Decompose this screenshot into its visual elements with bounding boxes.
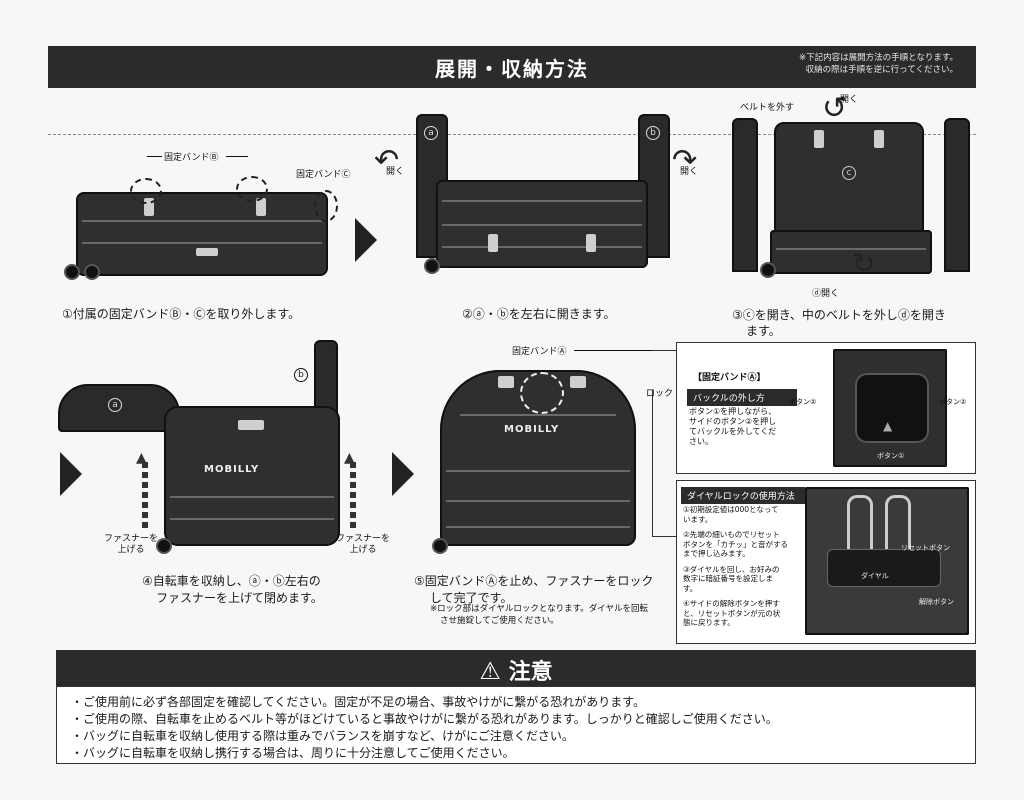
inner-flap-c: c — [774, 122, 924, 232]
caution-line: ・バッグに自転車を収納し使用する際は重みでバランスを崩すなど、けがにご注意くださ… — [71, 729, 574, 743]
suitcase-complete: MOBILLY — [440, 370, 636, 546]
zipper-label-left: ファスナーを 上げる — [104, 534, 159, 555]
step3-caption-2: ます。 — [746, 324, 781, 338]
step3-caption-1: ③ⓒを開き、中のベルトを外しⓓを開き — [732, 308, 946, 322]
buckle-info-box: 【固定バンドⒶ】 バックルの外し方 ボタン①を押しながら、 サイドのボタン②を押… — [676, 342, 976, 474]
curved-arrow-up-icon: ↺ — [822, 91, 848, 126]
label-band-c: 固定バンドⒸ — [296, 170, 351, 180]
step4-caption-1: ④自転車を収納し、ⓐ・ⓑ左右の — [142, 574, 321, 588]
step1-illustration: 固定バンドⒷ 固定バンドⒸ — [62, 150, 350, 290]
label-band-a: 固定バンドⒶ — [512, 347, 567, 357]
label-lock: ロック — [646, 389, 674, 399]
step1-caption: ①付属の固定バンドⒷ・Ⓒを取り外します。 — [62, 307, 301, 321]
suitcase-closed — [76, 192, 328, 276]
page-title: 展開・収納方法 — [435, 57, 589, 81]
next-arrow — [60, 452, 82, 496]
arrow-up-left — [142, 462, 148, 532]
zipper-label-right: ファスナーを 上げる — [336, 534, 391, 555]
flap-a-open — [58, 384, 180, 432]
caution-line: ・バッグに自転車を収納し携行する場合は、周りに十分注意してご使用ください。 — [71, 746, 515, 760]
step5-note-2: させ施錠してご使用ください。 — [440, 616, 559, 626]
step5-illustration: 固定バンドⒶ MOBILLY ロック — [424, 342, 678, 557]
step4-caption-2: ファスナーを上げて閉めます。 — [156, 591, 323, 605]
step2-illustration: ↶ 開く ↷ 開く a b — [372, 110, 712, 290]
curved-arrow-left-icon: ↶ — [374, 143, 400, 178]
fold-line — [48, 134, 976, 135]
next-arrow — [355, 218, 377, 262]
caution-box: ・ご使用前に必ず各部固定を確認してください。固定が不足の場合、事故やけがに繋がる… — [56, 686, 976, 764]
suitcase-open-sides — [436, 180, 648, 268]
caution-line: ・ご使用前に必ず各部固定を確認してください。固定が不足の場合、事故やけがに繋がる… — [71, 695, 646, 709]
label-remove-belt: ベルトを外す — [740, 103, 795, 113]
step3-illustration: ベルトを外す ↺ 開く c ↻ ⓓ開く — [730, 90, 978, 300]
step4-illustration: a b MOBILLY ▲ ▲ ファスナーを 上げる ファスナーを 上げる — [56, 338, 390, 558]
caution-line: ・ご使用の際、自転車を止めるベルト等がほどけていると事故やけがに繋がる恐れがあり… — [71, 712, 778, 726]
caution-bar: ⚠ 注意 — [56, 650, 976, 686]
step5-note-1: ※ロック部はダイヤルロックとなります。ダイヤルを回転 — [430, 604, 649, 614]
step5-caption-2: して完了です。 — [430, 591, 513, 605]
next-arrow — [392, 452, 414, 496]
arrow-up-right — [350, 462, 356, 532]
curved-arrow-right-icon: ↷ — [672, 143, 698, 178]
header-note: ※下記内容は展開方法の手順となります。 収納の際は手順を逆に行ってください。 — [798, 53, 958, 75]
step5-caption-1: ⑤固定バンドⒶを止め、ファスナーをロック — [414, 574, 654, 588]
curved-arrow-down-icon: ↻ — [852, 247, 876, 280]
warning-triangle-icon: ⚠ — [479, 657, 501, 685]
caution-title: 注意 — [508, 660, 553, 685]
dial-lock-info-box: ダイヤルロックの使用方法 ①初期設定値は000となって います。 ②先端の細いも… — [676, 480, 976, 644]
buckle-photo: ▲ — [833, 349, 947, 467]
dial-lock-photo: リセットボタン ダイヤル 解除ボタン — [805, 487, 969, 635]
suitcase-closing: MOBILLY — [164, 406, 340, 546]
step2-caption: ②ⓐ・ⓑを左右に開きます。 — [462, 307, 616, 321]
label-band-b: 固定バンドⒷ — [164, 153, 219, 163]
suitcase-base — [770, 230, 932, 274]
header-bar: 展開・収納方法 ※下記内容は展開方法の手順となります。 収納の際は手順を逆に行っ… — [48, 46, 976, 88]
